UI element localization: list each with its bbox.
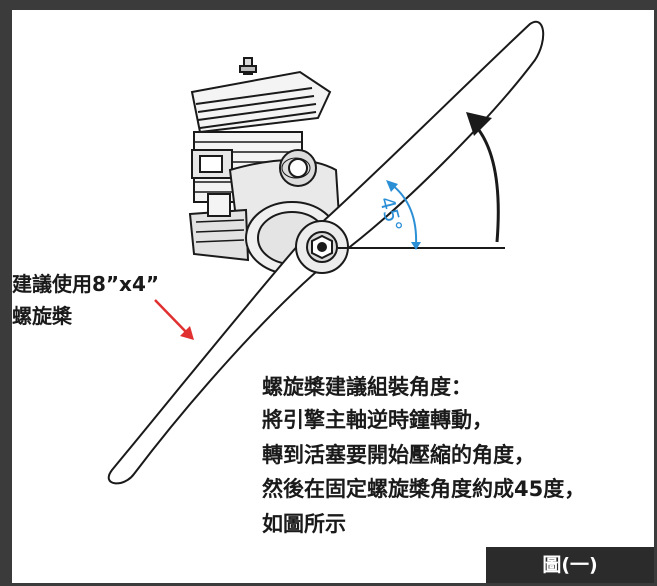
figure-tag: 圖(一) (486, 547, 654, 583)
instruction-line-4: 然後在固定螺旋槳角度約成45度， (262, 477, 586, 501)
instruction-line-2: 將引擎主軸逆時鐘轉動， (262, 408, 493, 432)
rotation-arrow-icon (466, 112, 500, 243)
instruction-line-5: 如圖所示 (262, 512, 346, 536)
frame-top-border (0, 0, 657, 10)
frame-right-border (654, 0, 657, 586)
instruction-line-3: 轉到活塞要開始壓縮的角度， (262, 443, 535, 467)
instruction-line-1: 螺旋槳建議組裝角度： (262, 375, 472, 399)
recommendation-line-2: 螺旋槳 (12, 304, 72, 328)
propeller-illustration (107, 20, 545, 485)
angle-arc-arrowhead-top (386, 180, 398, 192)
angle-arc-arrowhead-bottom (411, 242, 421, 250)
angle-arc (390, 183, 418, 247)
pointer-arrow-icon (154, 299, 194, 340)
recommendation-line-1: 建議使用8”x4” (12, 272, 160, 296)
frame-left-border (0, 0, 12, 586)
frame-bottom-border (0, 583, 657, 586)
engine-illustration (188, 57, 342, 275)
